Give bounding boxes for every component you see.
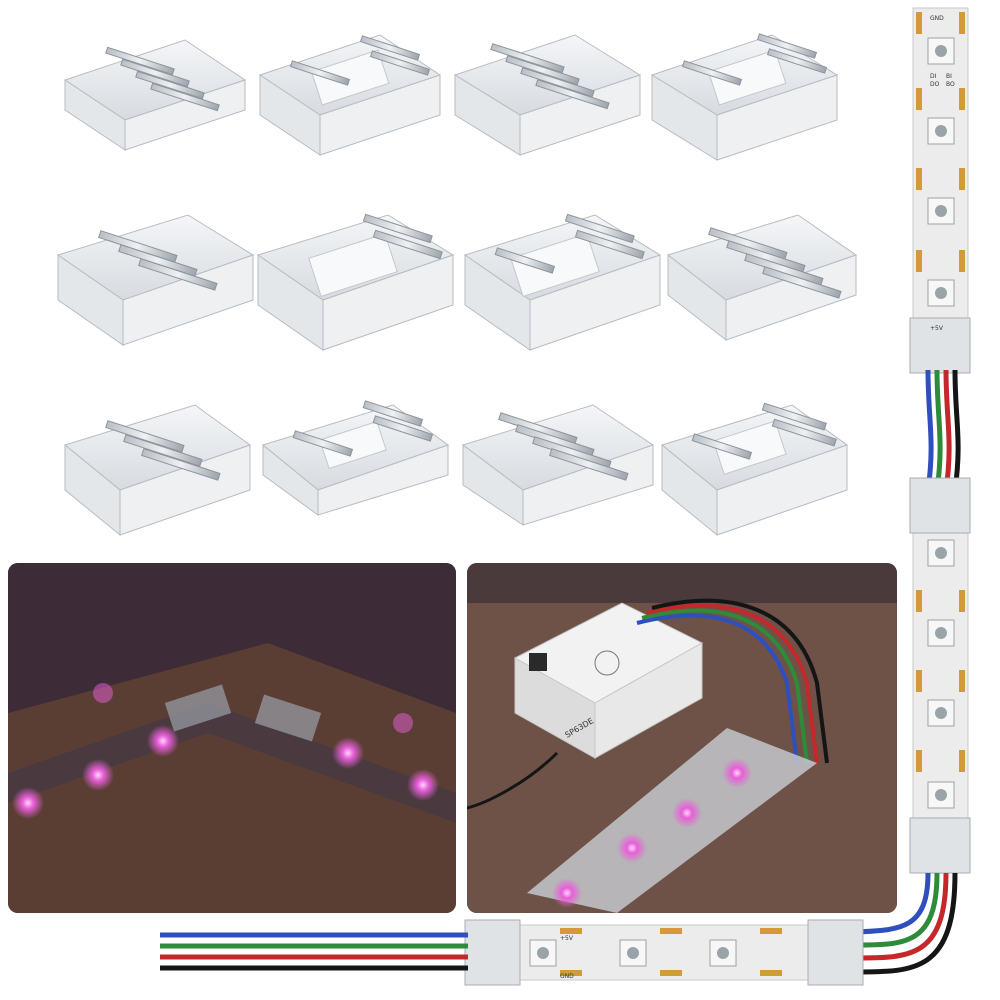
label-gnd-horizontal: GND: [560, 973, 574, 980]
label-di: DI: [930, 73, 937, 80]
label-gnd: GND: [930, 15, 944, 22]
connector-clip: [463, 213, 662, 351]
label-5v: +5V: [930, 325, 944, 332]
connector-clip: [461, 404, 655, 526]
wire-bundle-vertical: [925, 369, 961, 491]
controller-install-photo: SP63DE: [467, 563, 897, 913]
connector-clip: [63, 404, 252, 537]
horizontal-led-strip: [160, 919, 864, 986]
connector-clip: [660, 402, 849, 537]
label-bi: BI: [946, 73, 952, 80]
label-do: DO: [930, 81, 940, 88]
strip-clip-bottom: [909, 817, 971, 874]
connector-clip: [650, 33, 839, 161]
connector-clip: [453, 34, 642, 156]
label-bo: BO: [946, 81, 955, 88]
controller-box: SP63DE: [513, 602, 704, 759]
connector-clip: [256, 213, 455, 351]
connector-clip: [666, 214, 858, 342]
corner-install-photo: [8, 563, 456, 913]
strip-clip-middle: [909, 477, 971, 534]
wire-bundle-horizontal: [160, 932, 468, 971]
label-5v-horizontal: +5V: [560, 935, 574, 942]
vertical-led-strip: [854, 7, 971, 975]
connector-clip: [258, 34, 442, 156]
strip-clip-top: [909, 317, 971, 374]
wire-bundle-corner: [854, 872, 958, 975]
strip-silkscreen-labels: GND DI BI DO BO +5V +5V GND: [560, 15, 955, 980]
connector-clip: [261, 400, 450, 516]
connector-clip: [56, 214, 255, 346]
connector-clip: [63, 39, 247, 151]
